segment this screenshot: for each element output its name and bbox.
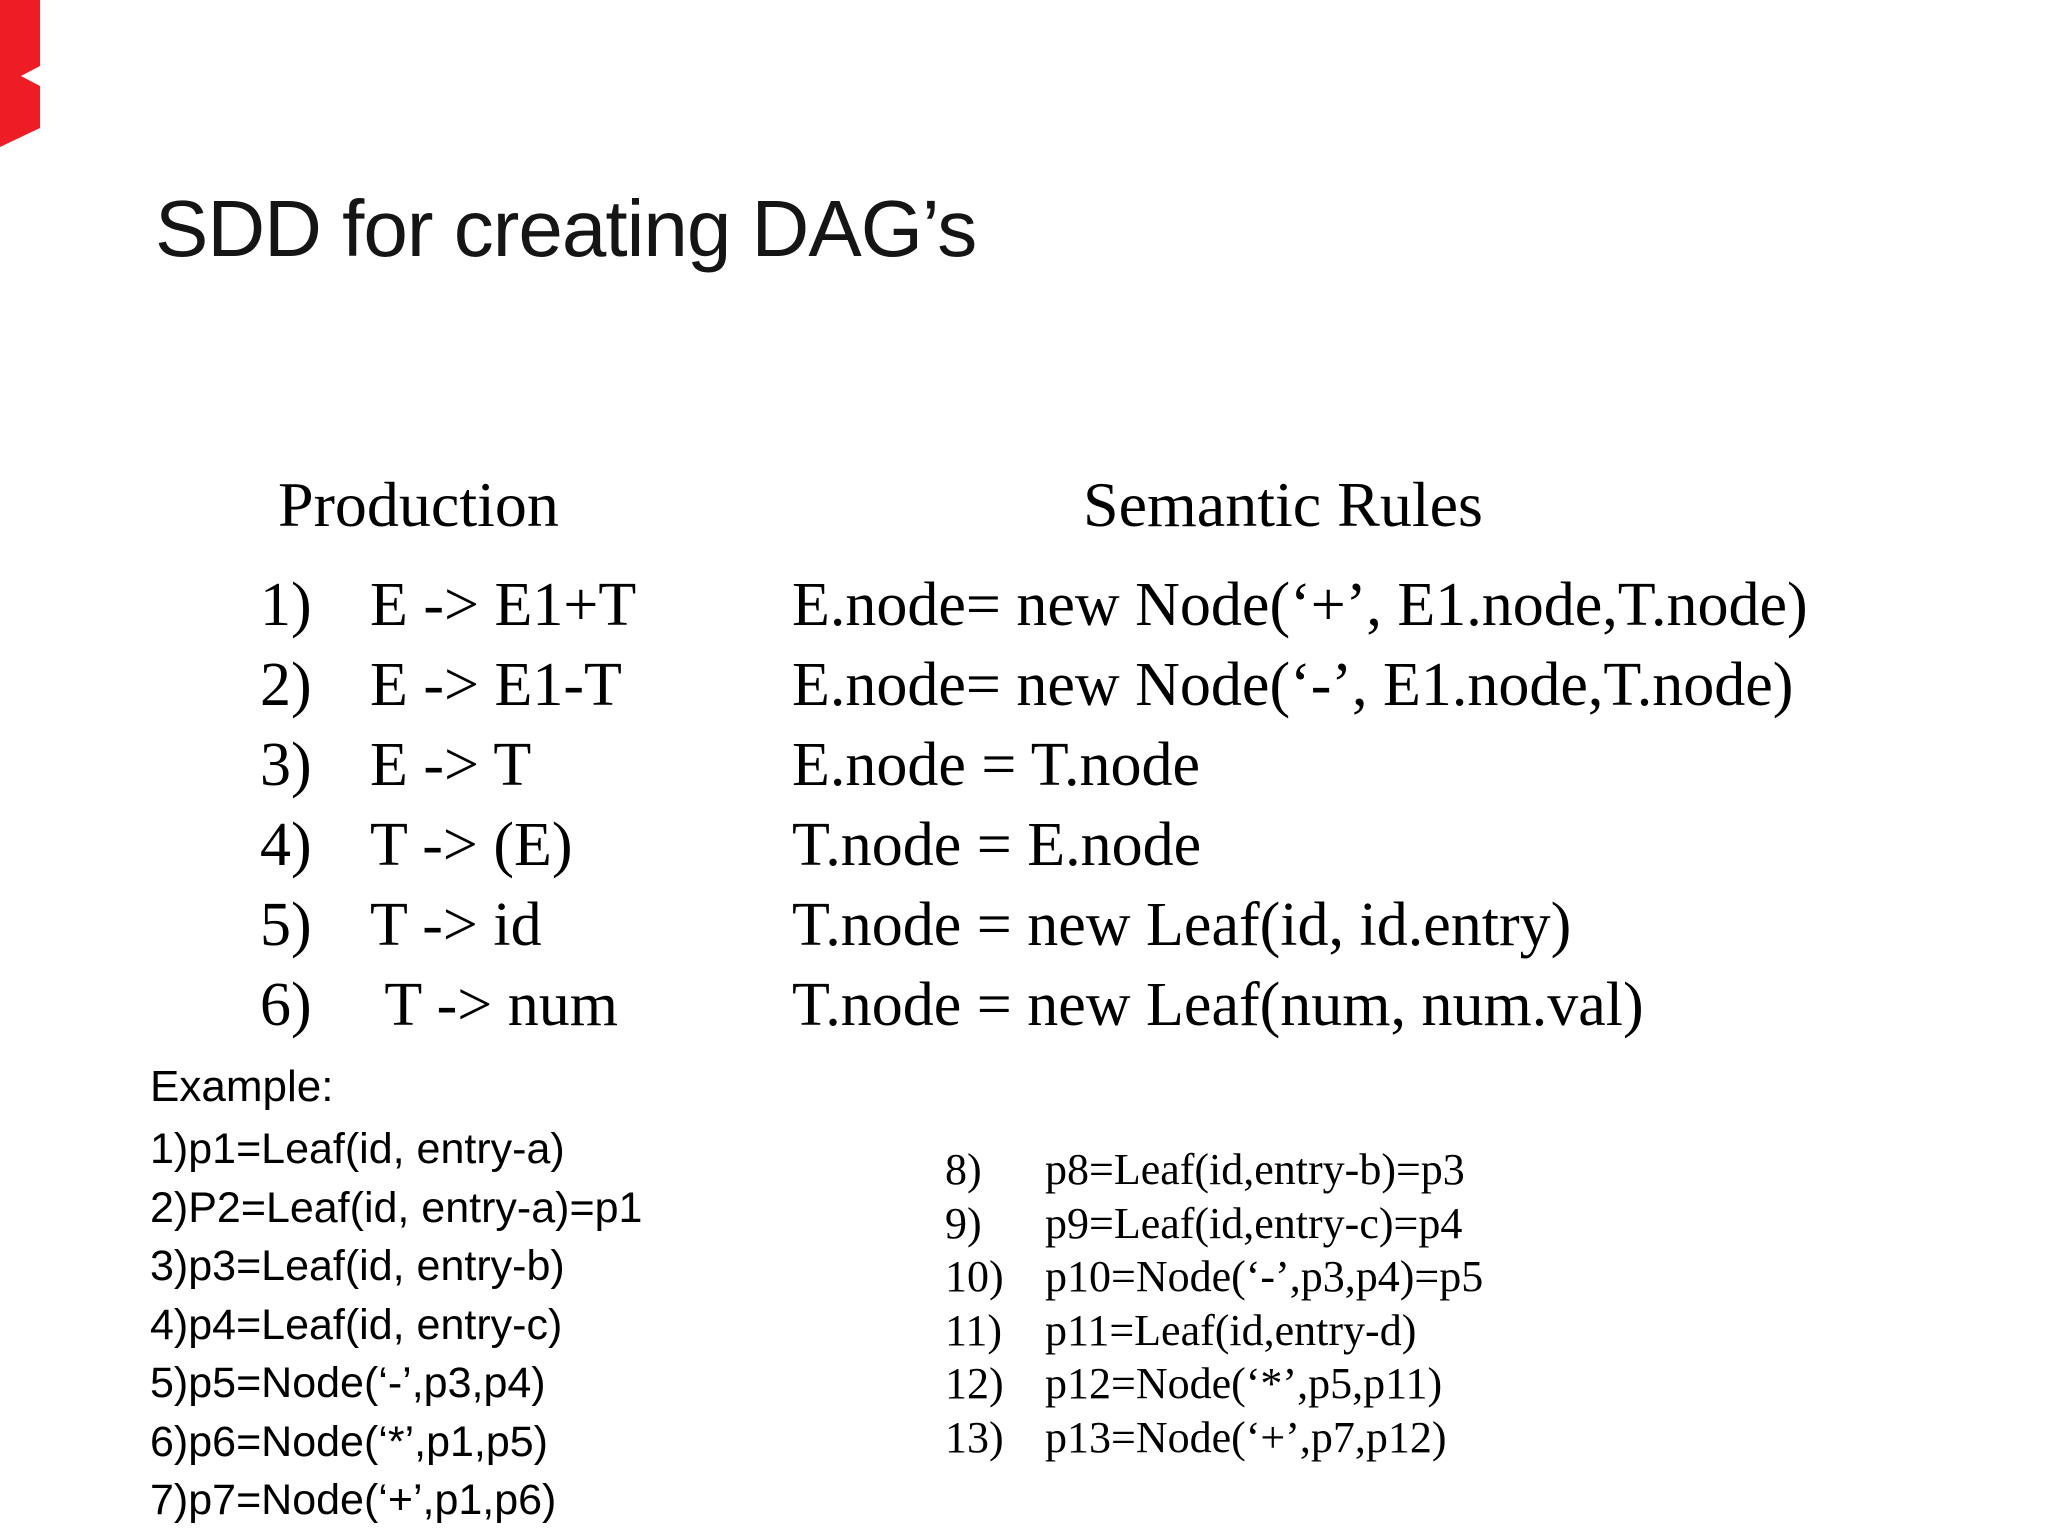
example-left-list: 1)p1=Leaf(id, entry-a) 2)P2=Leaf(id, entr… bbox=[150, 1120, 642, 1530]
page-title: SDD for creating DAG’s bbox=[155, 184, 977, 273]
row-number: 2) bbox=[260, 651, 312, 719]
red-ribbon-icon bbox=[0, 0, 40, 147]
item-number: 12) bbox=[945, 1359, 1004, 1408]
semantic-rule-text: E.node= new Node(‘-’, E1.node,T.node) bbox=[792, 651, 1794, 719]
item-text: p12=Node(‘*’,p5,p11) bbox=[1045, 1359, 1443, 1408]
item-number: 10) bbox=[945, 1252, 1004, 1301]
item-number: 11) bbox=[945, 1305, 1003, 1355]
red-ribbon-shape bbox=[0, 0, 40, 147]
list-item: 12) p12=Node(‘*’,p5,p11) bbox=[945, 1357, 1645, 1411]
production-text: E -> E1+T bbox=[370, 571, 637, 639]
production-text: E -> T bbox=[370, 731, 532, 799]
list-item: 10) p10=Node(‘-’,p3,p4)=p5 bbox=[945, 1250, 1645, 1304]
production-column-header: Production bbox=[278, 469, 559, 540]
production-text: E -> E1-T bbox=[370, 651, 622, 719]
list-item: 11) p11=Leaf(id,entry-d) bbox=[945, 1304, 1645, 1358]
list-item: 7)p7=Node(‘+’,p1,p6) bbox=[150, 1476, 557, 1524]
list-item: 2)P2=Leaf(id, entry-a)=p1 bbox=[150, 1183, 643, 1232]
item-text: p13=Node(‘+’,p7,p12) bbox=[1045, 1412, 1447, 1462]
semantic-rule-text: T.node = E.node bbox=[792, 811, 1202, 879]
row-number: 3) bbox=[260, 731, 312, 799]
example-right-list: 8) p8=Leaf(id,entry-b)=p3 9) p9=Leaf(id,ent… bbox=[945, 1143, 1645, 1464]
semantic-rule-text: E.node = T.node bbox=[792, 731, 1201, 799]
item-text: p11=Leaf(id,entry-d) bbox=[1045, 1305, 1417, 1355]
row-number: 4) bbox=[260, 811, 312, 879]
list-item: 1)p1=Leaf(id, entry-a) bbox=[150, 1125, 565, 1173]
production-text: T -> num bbox=[370, 971, 618, 1039]
list-item: 9) p9=Leaf(id,entry-c)=p4 bbox=[945, 1197, 1645, 1251]
semantic-rule-text: T.node = new Leaf(id, id.entry) bbox=[792, 891, 1572, 959]
item-text: p9=Leaf(id,entry-c)=p4 bbox=[1045, 1198, 1463, 1248]
semantic-rule-text: E.node= new Node(‘+’, E1.node,T.node) bbox=[792, 571, 1808, 639]
list-item: 13) p13=Node(‘+’,p7,p12) bbox=[945, 1411, 1645, 1465]
semantic-rule-text: T.node = new Leaf(num, num.val) bbox=[792, 971, 1644, 1039]
table-row: 5) T -> id T.node = new Leaf(id, id.entry) bbox=[260, 885, 1960, 965]
list-item: 5)p5=Node(‘-’,p3,p4) bbox=[150, 1359, 546, 1407]
list-item: 8) p8=Leaf(id,entry-b)=p3 bbox=[945, 1143, 1645, 1197]
table-row: 2) E -> E1-T E.node= new Node(‘-’, E1.node… bbox=[260, 645, 1960, 725]
list-item: 6)p6=Node(‘*’,p1,p5) bbox=[150, 1417, 549, 1466]
item-text: p8=Leaf(id,entry-b)=p3 bbox=[1045, 1145, 1465, 1194]
table-row: 6) T -> num T.node = new Leaf(num, num.va… bbox=[260, 965, 1960, 1045]
production-text: T -> (E) bbox=[370, 811, 573, 879]
row-number: 5) bbox=[260, 891, 312, 959]
example-label: Example: bbox=[150, 1062, 334, 1111]
production-text: T -> id bbox=[370, 891, 542, 959]
item-number: 9) bbox=[945, 1198, 982, 1248]
item-number: 13) bbox=[945, 1412, 1004, 1462]
list-item: 4)p4=Leaf(id, entry-c) bbox=[150, 1300, 563, 1349]
item-number: 8) bbox=[945, 1145, 982, 1194]
table-row: 1) E -> E1+T E.node= new Node(‘+’, E1.node… bbox=[260, 565, 1960, 645]
row-number: 1) bbox=[260, 571, 312, 639]
list-item: 3)p3=Leaf(id, entry-b) bbox=[150, 1242, 565, 1290]
row-number: 6) bbox=[260, 971, 312, 1039]
semantic-rules-column-header: Semantic Rules bbox=[1083, 469, 1483, 540]
item-text: p10=Node(‘-’,p3,p4)=p5 bbox=[1045, 1252, 1484, 1301]
table-row: 4) T -> (E) T.node = E.node bbox=[260, 805, 1960, 885]
sdd-rules-table: 1) E -> E1+T E.node= new Node(‘+’, E1.node… bbox=[260, 565, 1960, 1045]
table-row: 3) E -> T E.node = T.node bbox=[260, 725, 1960, 805]
